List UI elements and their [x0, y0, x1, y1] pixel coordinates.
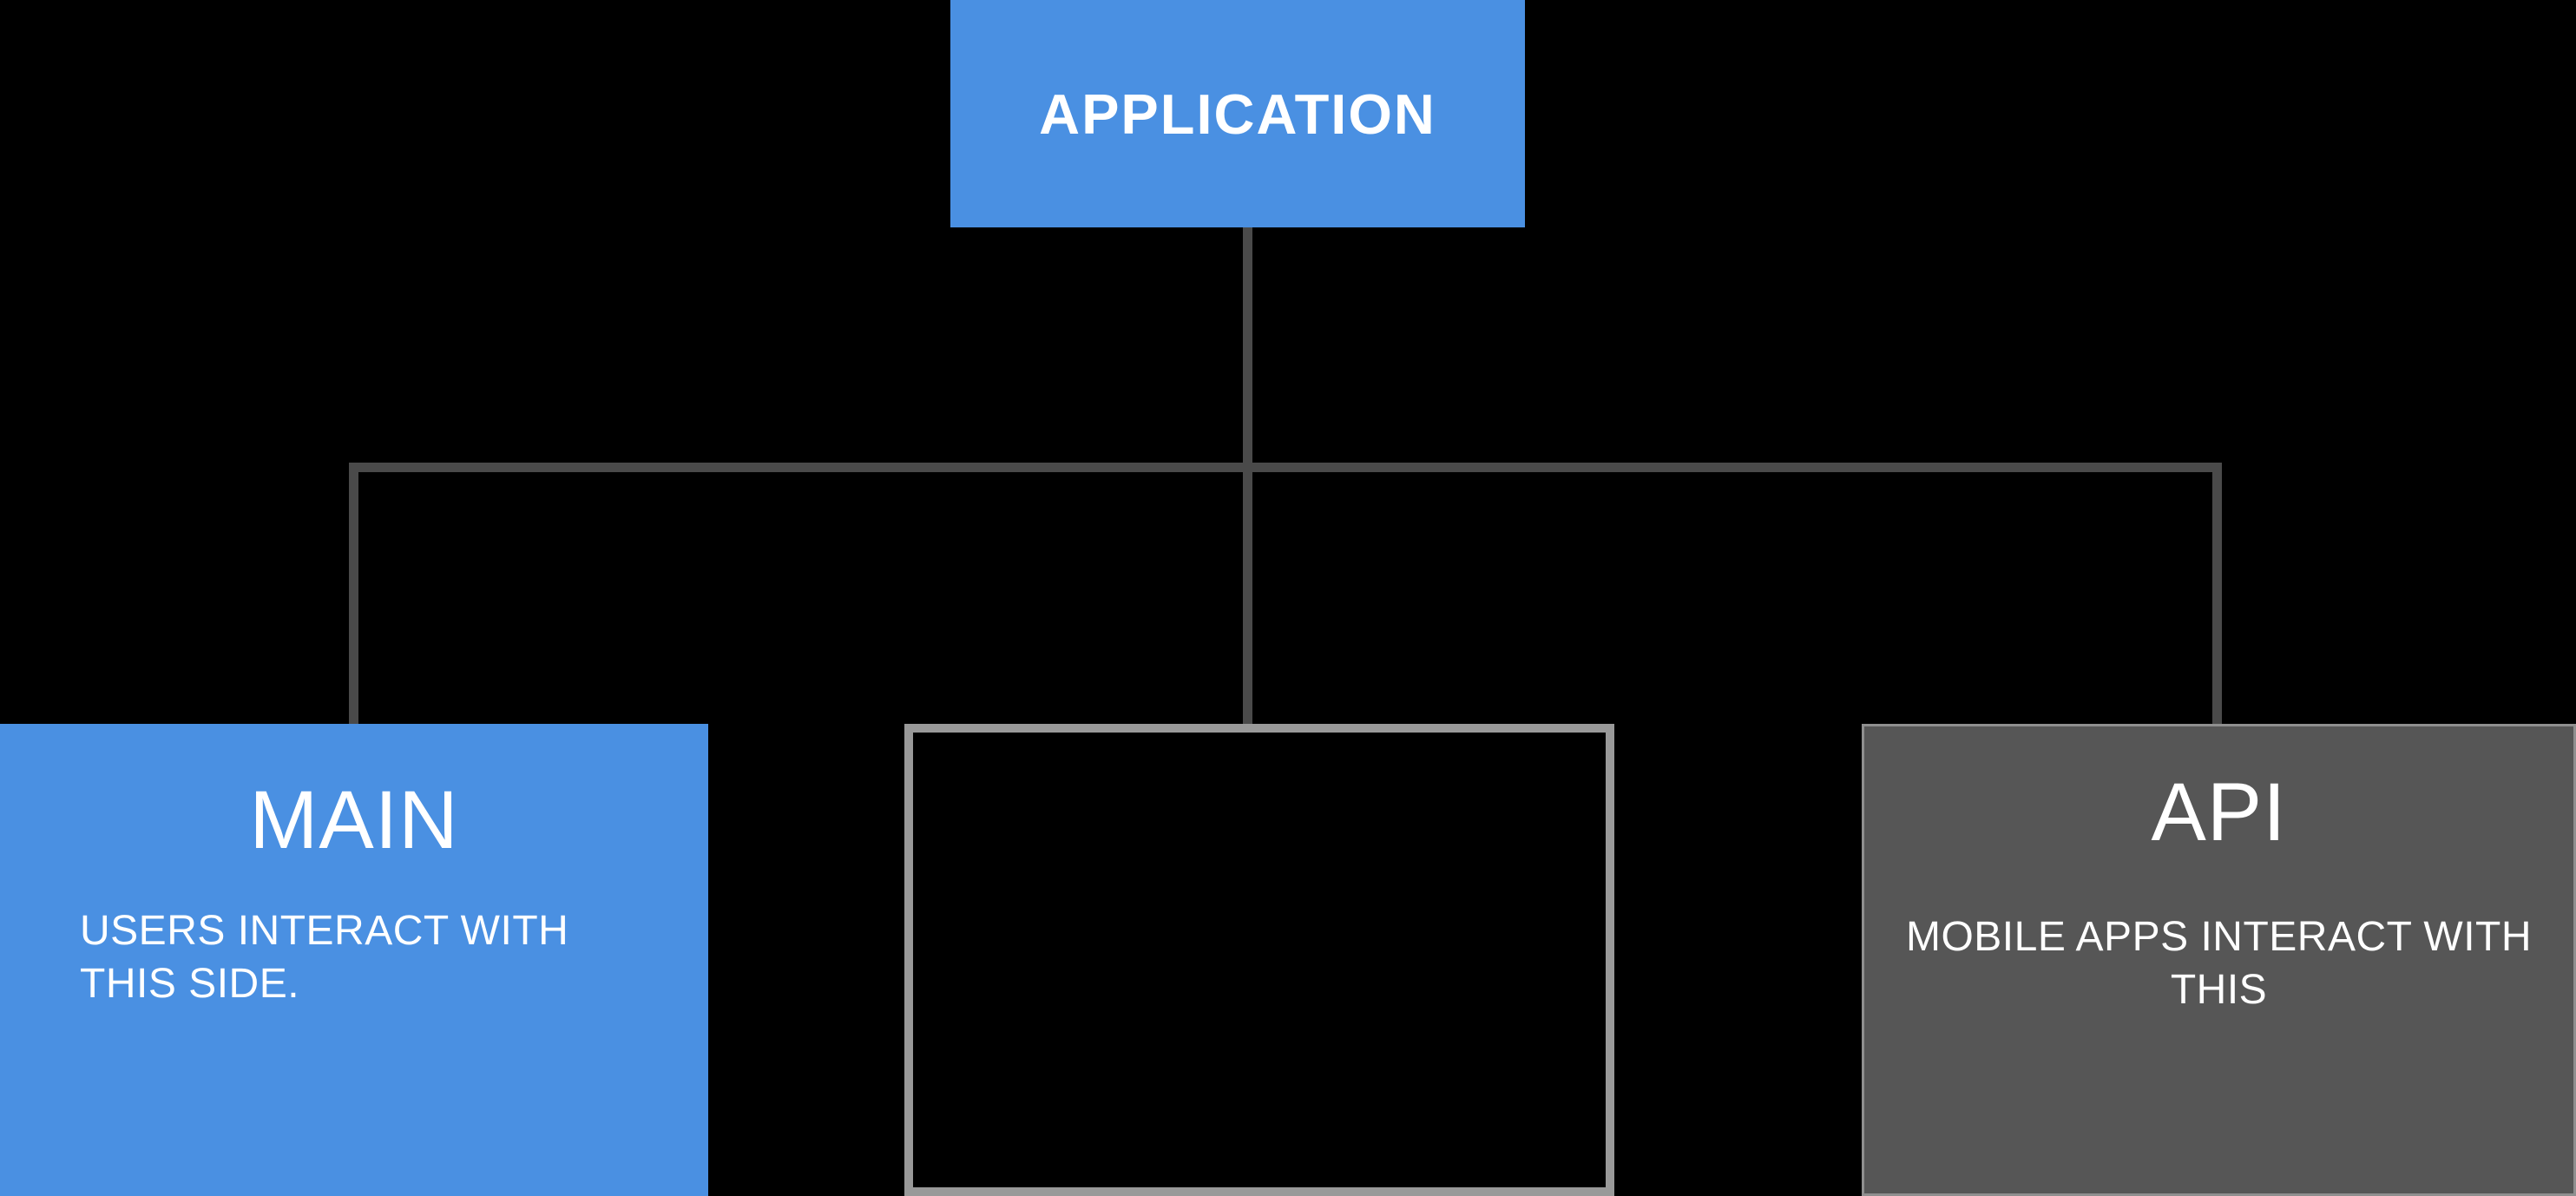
node-api-label: API — [2151, 766, 2287, 858]
node-main: MAIN USERS INTERACT WITH THIS SIDE. — [0, 724, 708, 1196]
connector-crossbar — [349, 463, 2222, 472]
node-api: API MOBILE APPS INTERACT WITH THIS — [1862, 724, 2576, 1196]
node-middle-placeholder — [904, 724, 1614, 1196]
node-application: APPLICATION — [950, 0, 1525, 227]
node-main-label: MAIN — [249, 774, 459, 866]
connector-trunk-vertical — [1243, 227, 1252, 727]
connector-drop-right — [2212, 463, 2222, 727]
node-application-label: APPLICATION — [1039, 82, 1436, 146]
connector-drop-left — [349, 463, 358, 724]
node-api-description: MOBILE APPS INTERACT WITH THIS — [1905, 914, 2533, 1014]
node-main-description: USERS INTERACT WITH THIS SIDE. — [80, 908, 569, 1008]
